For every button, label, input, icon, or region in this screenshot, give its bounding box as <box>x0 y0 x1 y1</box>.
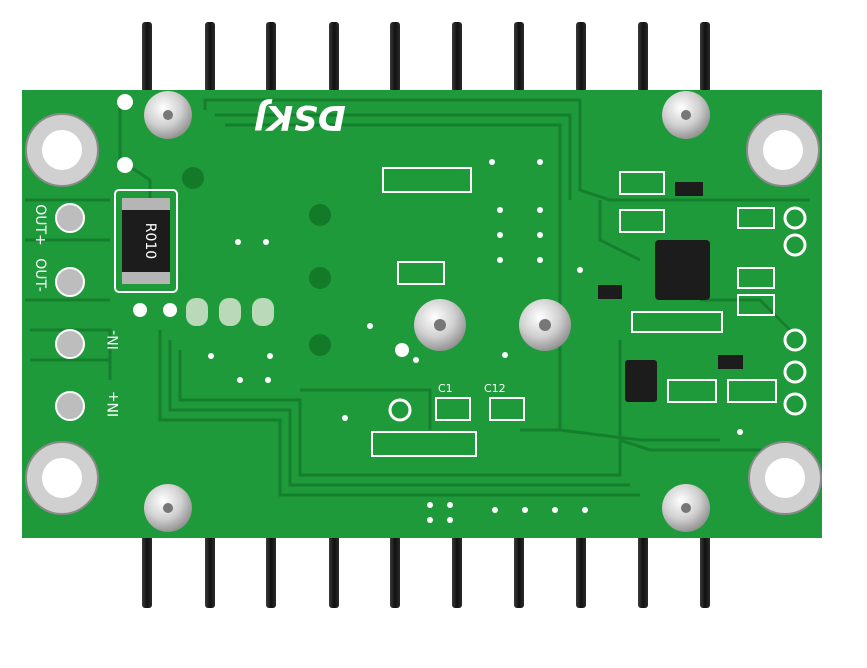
silkscreen-text: DSKJ R010 OUT+ OUT- IN- IN+ C1 C12 <box>32 97 506 417</box>
heatsink-pins-top <box>142 22 710 92</box>
screw-heads <box>144 91 710 532</box>
label-c12: C12 <box>484 382 506 395</box>
resistor-marking: R010 <box>142 223 158 259</box>
ic-chips <box>598 182 743 402</box>
label-out-plus: OUT+ <box>32 204 48 246</box>
mounting-holes <box>25 113 822 515</box>
label-out-minus: OUT- <box>32 258 48 292</box>
copper-traces <box>25 98 810 497</box>
through-holes <box>117 94 807 422</box>
label-in-minus: IN- <box>106 330 122 350</box>
label-c1: C1 <box>438 382 453 395</box>
sense-resistor <box>114 189 178 293</box>
label-in-plus: IN+ <box>106 391 122 417</box>
vias <box>208 159 743 523</box>
heatsink-pins-bottom <box>142 530 710 608</box>
terminal-pads <box>55 203 85 421</box>
header-pads <box>182 167 331 356</box>
logo-text: DSKJ <box>254 97 346 137</box>
smd-outlines <box>371 167 777 457</box>
